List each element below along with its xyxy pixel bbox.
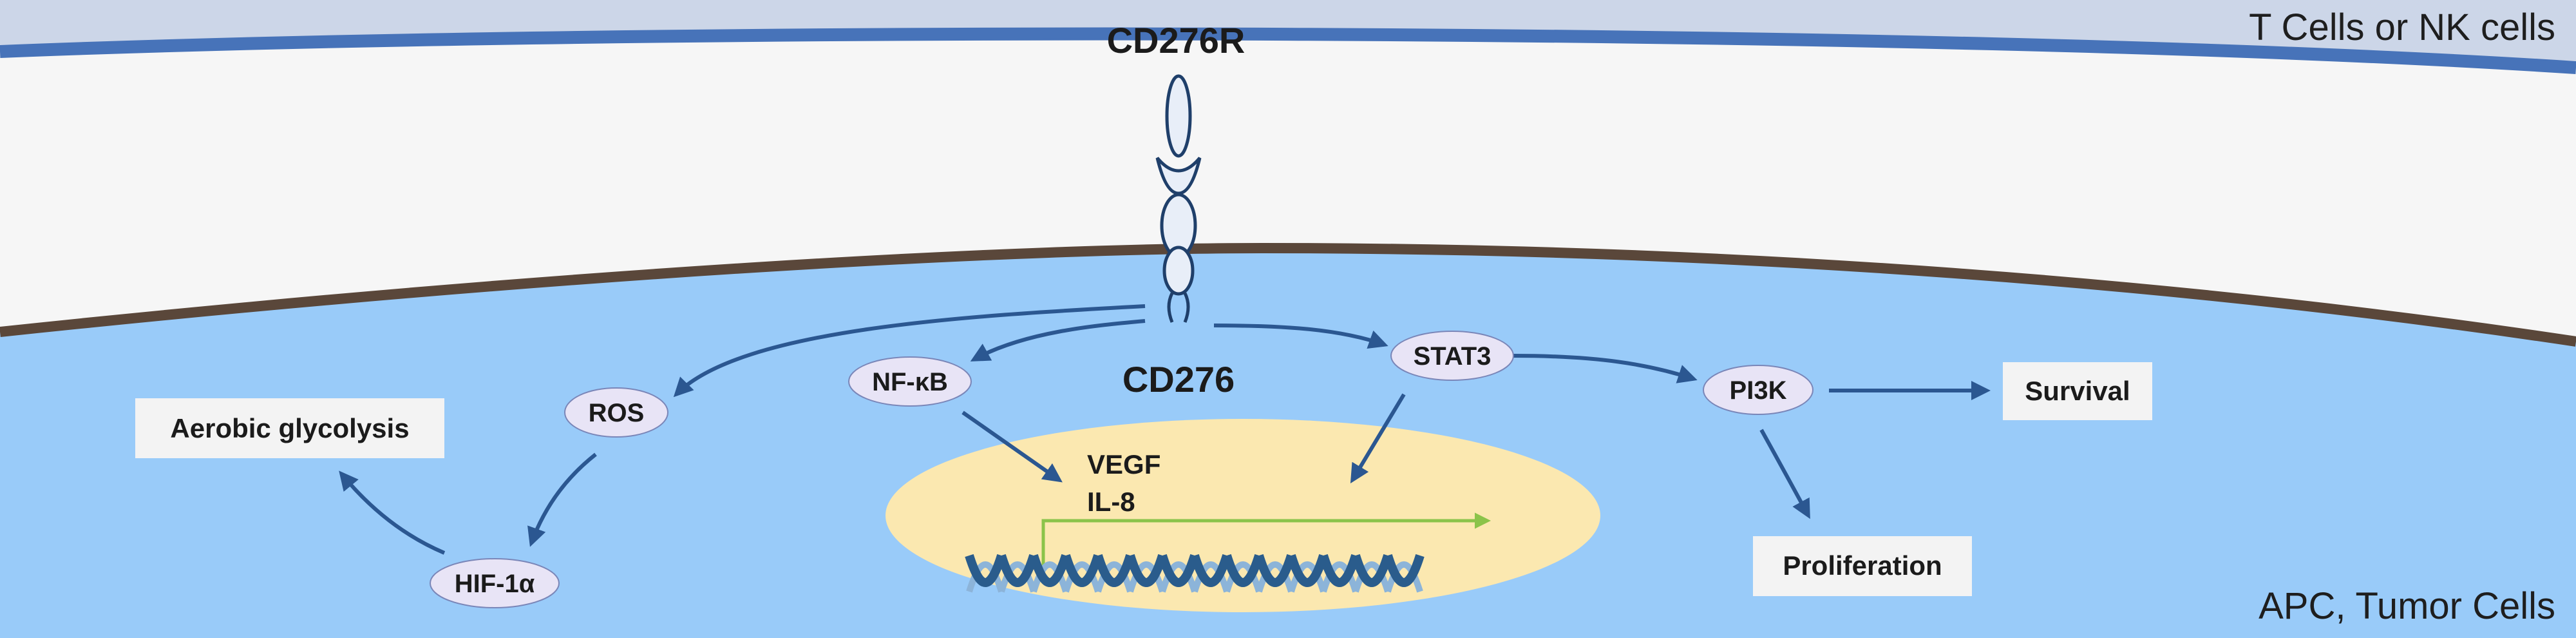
top-cell-label: T Cells or NK cells [2249, 6, 2555, 48]
gene-label-il8: IL-8 [1087, 487, 1135, 517]
node-pi3k: PI3K [1703, 365, 1814, 415]
dna-strand-back [1352, 561, 1391, 593]
receptor-domain-top [1165, 74, 1192, 158]
top-membrane [0, 27, 2576, 74]
node-stat3: STAT3 [1390, 331, 1514, 381]
dna-strand-back [1288, 561, 1327, 593]
dna-strand-front [1029, 554, 1070, 587]
node-stat3-label: STAT3 [1414, 342, 1492, 371]
outcome-survival-label: Survival [2025, 376, 2130, 406]
dna-strand-back [1224, 561, 1262, 593]
receptor-label: CD276R [1107, 20, 1245, 61]
dna-strand-back [1256, 561, 1294, 593]
dna-strand-back [1191, 561, 1230, 593]
outcome-survival: Survival [2003, 362, 2152, 420]
arrow-stat3-to-pi3k [1513, 354, 1698, 383]
dna-strand-front [997, 554, 1038, 587]
dna-strand-back [1127, 561, 1166, 593]
bottom-membrane [0, 242, 2576, 347]
gene-label-vegf: VEGF [1087, 449, 1160, 479]
bottom-cell-label: APC, Tumor Cells [2259, 585, 2555, 627]
receptor-ligand-complex [1155, 74, 1202, 323]
dna-strand-front [1061, 554, 1103, 587]
dna-strand-front [1126, 554, 1167, 587]
arrow-stat3-to-nucleus [1350, 393, 1406, 484]
node-ros-label: ROS [589, 399, 645, 427]
arrow-cd276-to-nfkb [970, 319, 1146, 362]
ligand-domain-lower [1162, 246, 1195, 296]
dna-strand-front [1255, 554, 1296, 587]
arrow-hif1a-to-glycolysis [339, 470, 446, 555]
arrow-cd276-to-stat3 [1213, 324, 1388, 349]
outcome-proliferation-label: Proliferation [1783, 550, 1942, 581]
outcome-proliferation: Proliferation [1753, 536, 1972, 596]
outcome-aerobic-glycolysis-label: Aerobic glycolysis [170, 413, 409, 443]
dna-strand-back [1320, 561, 1359, 593]
dna-strand-back [1159, 561, 1198, 593]
dna-strand-back [1030, 561, 1069, 593]
dna-strand-back [1385, 561, 1423, 593]
dna-strand-front [1351, 554, 1392, 587]
dna-strand-back [998, 561, 1037, 593]
arrow-ros-to-hif1a [527, 452, 597, 547]
dna-strand-front [1383, 554, 1425, 587]
node-nfkb-label: NF-κB [872, 368, 948, 396]
dna-strand-front [1094, 554, 1135, 587]
receptor-cup [1155, 157, 1202, 195]
dna-strand-front [1158, 554, 1199, 587]
dna-strand-back [966, 561, 1005, 593]
node-pi3k-label: PI3K [1730, 376, 1787, 405]
dna-strand-back [1095, 561, 1133, 593]
node-hif1a: HIF-1α [430, 558, 560, 608]
dna-strand-front [1190, 554, 1231, 587]
ligand-label: CD276 [1122, 359, 1235, 400]
dna-strand-front [965, 554, 1006, 587]
outcome-aerobic-glycolysis: Aerobic glycolysis [135, 398, 444, 458]
top-cell [0, 0, 2576, 74]
dna-strand-front [1222, 554, 1264, 587]
dna-strand-front [1319, 554, 1360, 587]
arrow-nfkb-to-nucleus [961, 411, 1063, 483]
node-hif1a-label: HIF-1α [455, 570, 535, 598]
node-ros: ROS [564, 387, 668, 438]
dna-strand-front [1287, 554, 1328, 587]
dna-helix [965, 554, 1425, 593]
arrow-pi3k-to-proliferation [1759, 429, 1810, 519]
arrow-cd276-to-ros [673, 304, 1146, 398]
signaling-arrows [339, 304, 1991, 555]
node-nfkb: NF-κB [848, 356, 972, 407]
dna-strand-back [1063, 561, 1101, 593]
transcription-arrow [1041, 512, 1491, 570]
